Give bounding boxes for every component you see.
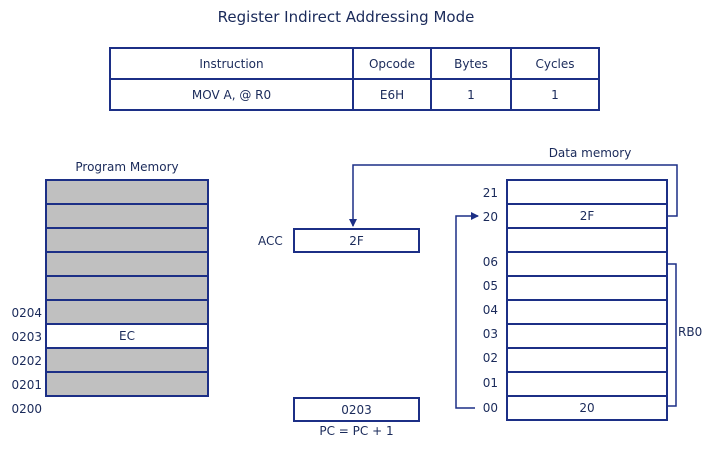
pm-address: 0200 (11, 402, 42, 416)
instruction-table: Instruction Opcode Bytes Cycles MOV A, @… (109, 47, 600, 111)
pm-cell (45, 373, 209, 397)
arrow-to-acc (349, 164, 678, 227)
cell-cycles: 1 (510, 78, 600, 111)
register-bank-label: RB0 (678, 325, 703, 339)
pm-address: 0202 (11, 354, 42, 368)
header-opcode: Opcode (352, 47, 432, 80)
data-memory-caption: Data memory (548, 146, 632, 160)
dm-cell: 2F (506, 205, 668, 229)
pm-cell (45, 205, 209, 229)
dm-address: 02 (482, 351, 498, 365)
dm-cell (506, 253, 668, 277)
pm-cell (45, 229, 209, 253)
table-header-row: Instruction Opcode Bytes Cycles (109, 47, 600, 80)
pm-cell (45, 179, 209, 205)
acc-label: ACC (258, 234, 283, 248)
dm-cell (506, 325, 668, 349)
dm-address: 05 (482, 279, 498, 293)
dm-cell (506, 229, 668, 253)
dm-cell (506, 349, 668, 373)
rb0-bracket (668, 263, 677, 407)
dm-address: 00 (482, 401, 498, 415)
dm-cell: 20 (506, 397, 668, 421)
pm-cell (45, 277, 209, 301)
pm-cell (45, 349, 209, 373)
table-row: MOV A, @ R0 E6H 1 1 (109, 78, 600, 111)
diagram-title: Register Indirect Addressing Mode (217, 8, 475, 26)
header-bytes: Bytes (430, 47, 512, 80)
pm-address: 0204 (11, 306, 42, 320)
pm-cell-current: EC (45, 325, 209, 349)
dm-address: 20 (482, 210, 498, 224)
pm-cell (45, 253, 209, 277)
cell-bytes: 1 (430, 78, 512, 111)
pm-cell (45, 301, 209, 325)
cell-instruction: MOV A, @ R0 (109, 78, 354, 111)
dm-address: 01 (482, 376, 498, 390)
header-instruction: Instruction (109, 47, 354, 80)
dm-cell (506, 301, 668, 325)
pm-address: 0203 (11, 330, 42, 344)
pc-increment-note: PC = PC + 1 (319, 424, 394, 438)
acc-register: 2F (293, 228, 420, 253)
program-memory: EC (45, 179, 209, 397)
pm-address: 0201 (11, 378, 42, 392)
dm-cell (506, 373, 668, 397)
dm-address: 06 (482, 255, 498, 269)
program-memory-caption: Program Memory (75, 160, 179, 174)
arrow-r0-to-address (455, 212, 479, 409)
dm-address: 03 (482, 327, 498, 341)
pc-register: 0203 (293, 397, 420, 422)
dm-cell (506, 277, 668, 301)
dm-address: 04 (482, 303, 498, 317)
cell-opcode: E6H (352, 78, 432, 111)
dm-cell (506, 179, 668, 205)
dm-address: 21 (482, 186, 498, 200)
data-memory: 2F 20 (506, 179, 668, 421)
header-cycles: Cycles (510, 47, 600, 80)
